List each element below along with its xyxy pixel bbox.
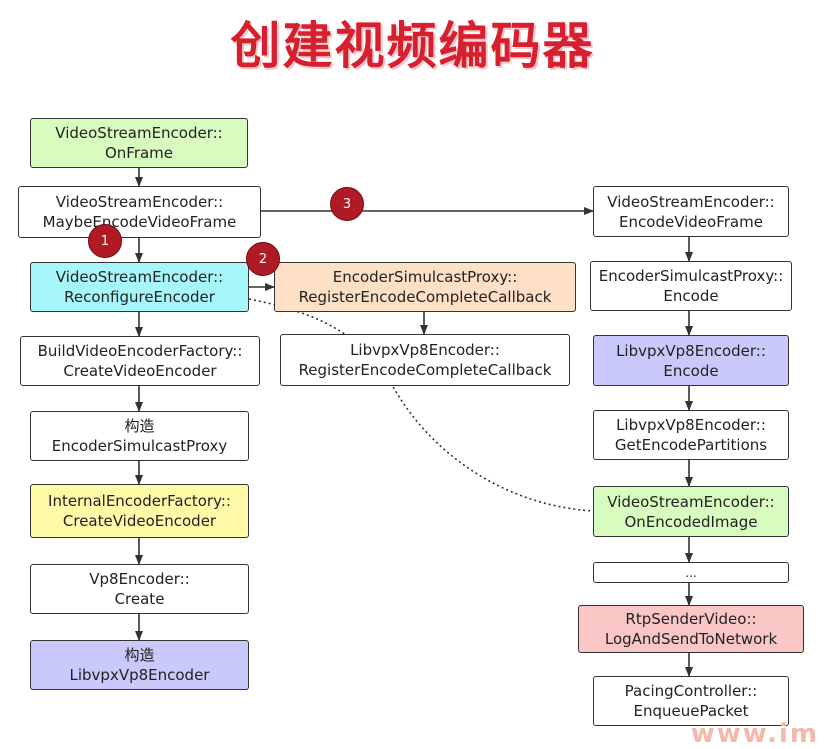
- node-vp8-encoder-create: Vp8Encoder:: Create: [30, 564, 249, 614]
- node-libvpx-register-callback: LibvpxVp8Encoder:: RegisterEncodeComplet…: [280, 334, 570, 386]
- step-badge-3: 3: [330, 187, 364, 221]
- node-on-frame: VideoStreamEncoder:: OnFrame: [30, 118, 248, 168]
- node-construct-libvpx-vp8-encoder: 构造 LibvpxVp8Encoder: [30, 640, 249, 690]
- node-rtp-sender-video: RtpSenderVideo:: LogAndSendToNetwork: [578, 605, 804, 653]
- dotted-callback-link: [248, 298, 594, 512]
- node-reconfigure-encoder: VideoStreamEncoder:: ReconfigureEncoder: [30, 262, 249, 312]
- node-maybe-encode-video-frame: VideoStreamEncoder:: MaybeEncodeVideoFra…: [18, 186, 261, 238]
- node-on-encoded-image: VideoStreamEncoder:: OnEncodedImage: [593, 486, 789, 537]
- node-ellipsis: ...: [593, 562, 789, 583]
- step-badge-1: 1: [88, 224, 122, 258]
- page-title: 创建视频编码器: [230, 17, 595, 75]
- node-encode-video-frame: VideoStreamEncoder:: EncodeVideoFrame: [593, 186, 789, 237]
- node-build-video-encoder-factory: BuildVideoEncoderFactory:: CreateVideoEn…: [20, 336, 260, 386]
- watermark-text: www.im: [690, 719, 819, 749]
- node-proxy-encode: EncoderSimulcastProxy:: Encode: [590, 261, 792, 311]
- node-get-encode-partitions: LibvpxVp8Encoder:: GetEncodePartitions: [593, 410, 789, 460]
- node-construct-encoder-simulcast-proxy: 构造 EncoderSimulcastProxy: [30, 411, 249, 461]
- step-badge-2: 2: [246, 242, 280, 276]
- node-libvpx-encode: LibvpxVp8Encoder:: Encode: [593, 335, 789, 386]
- node-internal-encoder-factory: InternalEncoderFactory:: CreateVideoEnco…: [30, 484, 249, 538]
- node-pacing-controller: PacingController:: EnqueuePacket: [593, 676, 789, 726]
- node-proxy-register-callback: EncoderSimulcastProxy:: RegisterEncodeCo…: [274, 262, 576, 312]
